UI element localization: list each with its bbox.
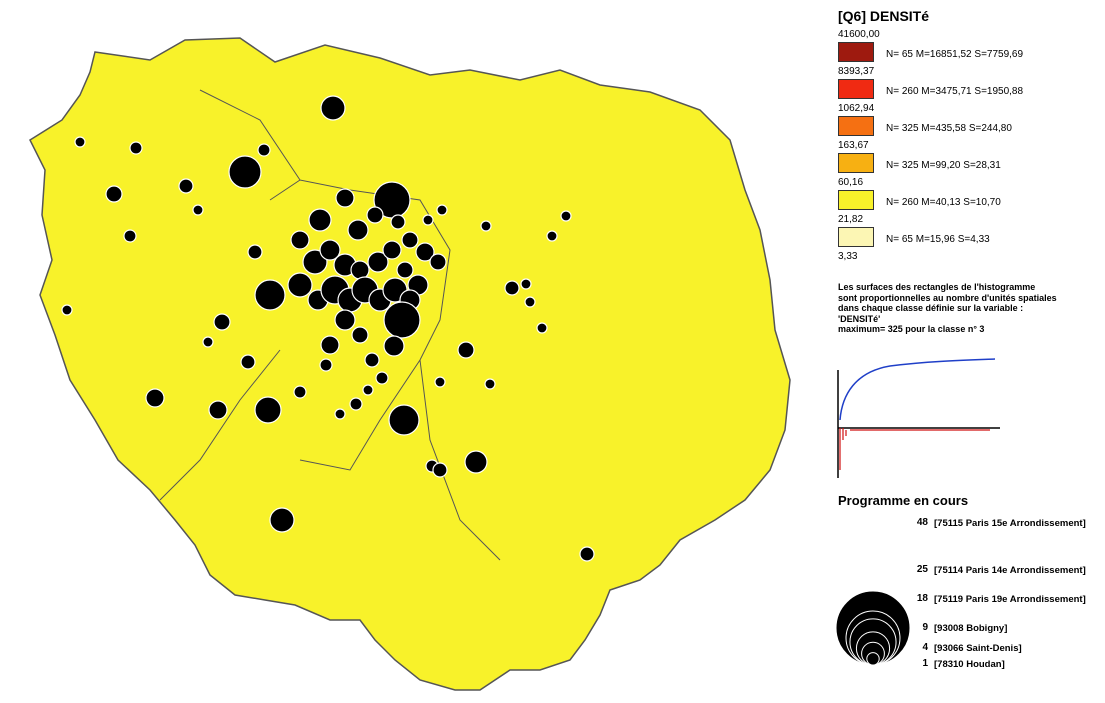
program-symbol	[290, 230, 310, 250]
program-symbol	[401, 231, 419, 249]
prop-circle-1	[866, 652, 880, 666]
program-symbol	[484, 378, 496, 390]
proportional-legend-circles	[835, 590, 911, 666]
program-symbol	[213, 313, 231, 331]
program-symbol	[436, 204, 448, 216]
program-symbol	[457, 341, 475, 359]
program-symbol	[335, 188, 355, 208]
program-symbol	[320, 335, 340, 355]
program-symbol	[536, 322, 548, 334]
program-symbol	[247, 244, 263, 260]
program-symbol	[61, 304, 73, 316]
program-symbol	[145, 388, 165, 408]
program-symbol	[364, 352, 380, 368]
program-symbol	[350, 260, 370, 280]
program-symbol	[375, 371, 389, 385]
program-symbol	[319, 358, 333, 372]
program-symbol	[254, 279, 286, 311]
program-symbol	[208, 400, 228, 420]
histogram-bars	[839, 428, 990, 470]
program-symbol	[422, 214, 434, 226]
program-symbol	[308, 208, 332, 232]
program-symbol	[287, 272, 313, 298]
program-symbol	[520, 278, 532, 290]
program-symbol	[254, 396, 282, 424]
program-symbol	[178, 178, 194, 194]
program-symbol	[560, 210, 572, 222]
program-symbol	[382, 240, 402, 260]
program-symbol	[302, 249, 328, 275]
histogram-axes	[837, 370, 1000, 478]
program-symbol	[388, 404, 420, 436]
program-symbol	[334, 309, 356, 331]
program-symbol	[383, 335, 405, 357]
program-symbol	[579, 546, 595, 562]
program-symbol	[367, 251, 389, 273]
program-symbol	[366, 206, 384, 224]
program-symbol	[390, 214, 406, 230]
program-symbol	[105, 185, 123, 203]
program-symbol	[192, 204, 204, 216]
program-symbol	[347, 219, 369, 241]
cumulative-curve	[839, 358, 996, 421]
program-symbol	[319, 239, 341, 261]
program-symbol	[429, 253, 447, 271]
program-symbol	[257, 143, 271, 157]
histogram-panel	[837, 358, 1000, 478]
program-symbol	[383, 301, 421, 339]
program-symbol	[480, 220, 492, 232]
program-symbol	[123, 229, 137, 243]
proportional-symbols	[61, 95, 595, 562]
program-symbol	[464, 450, 488, 474]
program-symbol	[334, 408, 346, 420]
program-symbol	[432, 462, 448, 478]
density-regions	[29, 37, 791, 691]
program-symbol	[320, 95, 346, 121]
program-symbol	[74, 136, 86, 148]
program-symbol	[349, 397, 363, 411]
program-symbol	[202, 336, 214, 348]
program-symbol	[524, 296, 536, 308]
department-borders	[159, 89, 501, 561]
program-symbol	[415, 242, 435, 262]
program-symbol	[504, 280, 520, 296]
program-symbol	[362, 384, 374, 396]
program-symbol	[293, 385, 307, 399]
program-symbol	[129, 141, 143, 155]
program-symbol	[240, 354, 256, 370]
program-symbol	[434, 376, 446, 388]
program-symbol	[269, 507, 295, 533]
program-symbol	[396, 261, 414, 279]
program-symbol	[546, 230, 558, 242]
program-symbol	[351, 326, 369, 344]
program-symbol	[228, 155, 262, 189]
